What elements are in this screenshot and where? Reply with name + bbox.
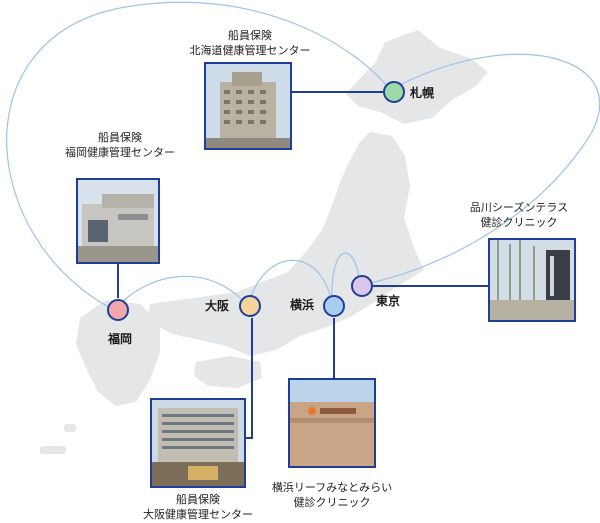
osaka-facility-line2: 大阪健康管理センター <box>143 508 253 521</box>
arc-fukuoka-osaka <box>113 275 249 311</box>
kyushu-land <box>76 300 160 406</box>
yokohama-facility-line2: 健診クリニック <box>293 496 371 509</box>
shikoku-land <box>194 356 262 388</box>
arc-sapporo-tokyo <box>359 53 600 286</box>
node-sapporo[interactable] <box>383 81 405 103</box>
photo-connectors <box>117 91 490 439</box>
osaka-facility-caption: 船員保険 大阪健康管理センター <box>118 492 278 522</box>
building-photo-icon <box>206 64 290 148</box>
fukuoka-facility-line2: 福岡健康管理センター <box>65 146 175 159</box>
city-label-yokohama: 横浜 <box>290 298 315 312</box>
island-okinawa <box>64 424 76 432</box>
city-label-fukuoka: 福岡 <box>108 332 133 346</box>
arc-osaka-yokohama <box>247 259 333 307</box>
hokkaido-facility-caption: 船員保険 北海道健康管理センター <box>170 28 330 58</box>
connector-osaka <box>246 318 253 439</box>
osaka-facility-line1: 船員保険 <box>176 493 220 506</box>
shinagawa-facility-line2: 健診クリニック <box>480 216 558 229</box>
yokohama-building-photo[interactable] <box>288 378 376 468</box>
hokkaido-building-photo[interactable] <box>204 62 292 150</box>
network-arcs <box>6 1 600 311</box>
osaka-building-photo[interactable] <box>150 398 246 488</box>
shinagawa-building-photo[interactable] <box>488 238 576 322</box>
city-nodes <box>107 81 405 321</box>
yokohama-facility-line1: 横浜リーフみなとみらい <box>271 481 393 494</box>
fukuoka-building-photo[interactable] <box>76 178 160 264</box>
shinagawa-facility-caption: 品川シーズンテラス 健診クリニック <box>444 200 594 230</box>
fukuoka-facility-caption: 船員保険 福岡健康管理センター <box>40 130 200 160</box>
city-label-tokyo: 東京 <box>376 294 401 308</box>
japan-land <box>40 30 488 454</box>
hokkaido-facility-line2: 北海道健康管理センター <box>189 44 311 57</box>
building-photo-icon <box>290 380 374 466</box>
city-label-osaka: 大阪 <box>205 299 230 313</box>
building-photo-icon <box>152 400 244 486</box>
hokkaido-facility-line1: 船員保険 <box>228 29 272 42</box>
building-photo-icon <box>490 240 574 320</box>
node-yokohama[interactable] <box>323 295 345 317</box>
fukuoka-facility-line1: 船員保険 <box>98 131 142 144</box>
node-fukuoka[interactable] <box>107 299 129 321</box>
arc-yokohama-tokyo <box>331 252 361 303</box>
yokohama-facility-caption: 横浜リーフみなとみらい 健診クリニック <box>252 480 412 510</box>
shinagawa-facility-line1: 品川シーズンテラス <box>469 201 569 214</box>
honshu-land <box>148 132 424 356</box>
building-photo-icon <box>78 180 158 262</box>
city-label-sapporo: 札幌 <box>410 86 435 100</box>
node-osaka[interactable] <box>239 295 261 317</box>
island-south <box>40 446 66 454</box>
arc-fukuoka-sapporo <box>6 1 391 311</box>
node-tokyo[interactable] <box>351 275 373 297</box>
